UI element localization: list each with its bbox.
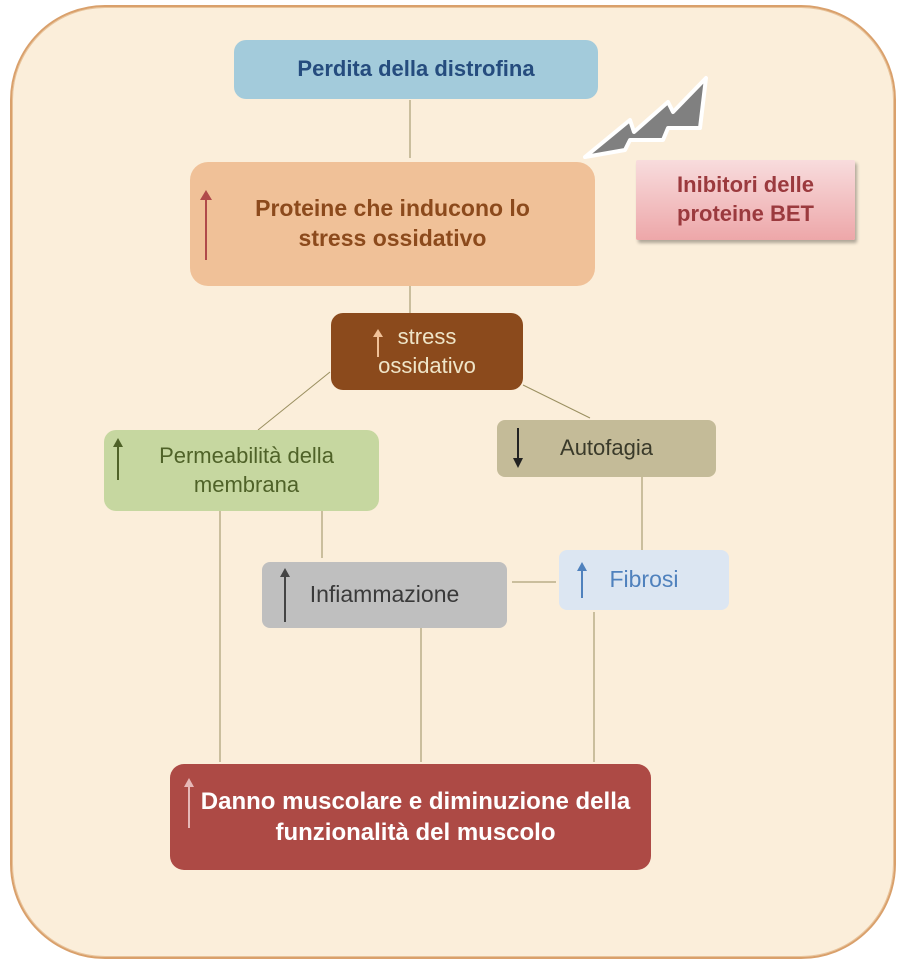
up-arrow-icon [200,190,212,260]
node-loss-label: Perdita della distrofina [297,56,535,82]
node-inflammation: Infiammazione [262,562,507,628]
node-autophagy-label: Autofagia [560,435,653,461]
up-arrow-icon [113,438,123,480]
node-inhibitors: Inibitori delle proteine BET [636,160,855,240]
line-stress-permeability [257,371,331,431]
up-arrow-icon [373,329,383,357]
node-inhibitors-label: Inibitori delle proteine BET [677,172,814,226]
node-stress: stress ossidativo [331,313,523,390]
node-autophagy: Autofagia [497,420,716,477]
up-arrow-icon [280,568,290,622]
lightning-bolt-icon [583,76,708,159]
node-stress-label: stress ossidativo [378,323,476,378]
node-permeability-label: Permeabilità della membrana [159,442,334,497]
node-damage-label: Danno muscolare e diminuzione della funz… [200,787,631,846]
node-proteins: Proteine che inducono lo stress ossidati… [190,162,595,286]
node-inflammation-label: Infiammazione [309,581,460,608]
node-proteins-label: Proteine che inducono lo stress ossidati… [255,195,530,251]
node-loss: Perdita della distrofina [234,40,598,99]
node-fibrosis-label: Fibrosi [609,566,679,593]
up-arrow-icon [184,778,194,828]
node-damage: Danno muscolare e diminuzione della funz… [170,764,651,870]
line-stress-autophagy [522,384,591,419]
node-fibrosis: Fibrosi [559,550,729,610]
up-arrow-icon [577,562,587,598]
node-permeability: Permeabilità della membrana [104,430,379,511]
down-arrow-icon [513,428,523,468]
